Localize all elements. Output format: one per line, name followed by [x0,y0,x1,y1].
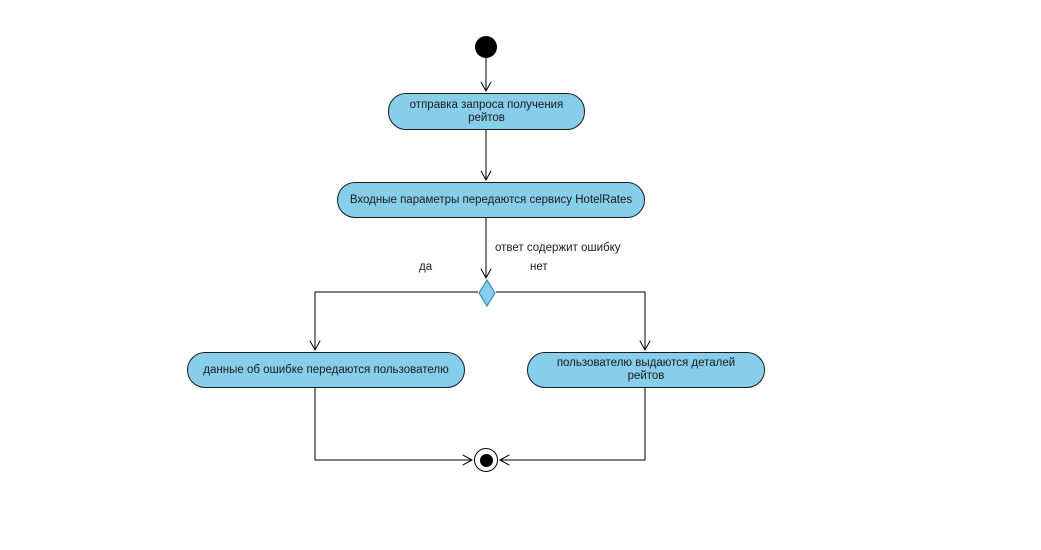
action-node-label: отправка запроса получения рейтов [409,98,564,124]
decision-condition-label: ответ содержит ошибку [495,242,621,254]
final-node-dot [479,453,493,467]
action-node-label: пользователю выдаются деталей рейтов [556,357,736,382]
guard-label-no: нет [530,261,548,273]
edge-action-success-to-final [498,388,646,466]
action-node-error-to-user: данные об ошибке передаются пользователю [187,352,465,388]
initial-node [475,36,497,58]
action-node-label: Входные параметры передаются сервису Hot… [349,193,633,206]
guard-label-yes: да [419,261,433,273]
action-node-rates-to-user: пользователю выдаются деталей рейтов [527,352,765,388]
action-node-send-request: отправка запроса получения рейтов [388,93,585,130]
final-node [474,448,498,472]
action-node-pass-parameters: Входные параметры передаются сервису Hot… [337,182,645,218]
action-node-label: данные об ошибке передаются пользователю [203,363,449,376]
edge-action-error-to-final [314,388,474,466]
edge-decision-to-action-error [309,291,478,352]
decision-node [478,279,496,307]
edge-decision-to-action-success [496,291,651,352]
